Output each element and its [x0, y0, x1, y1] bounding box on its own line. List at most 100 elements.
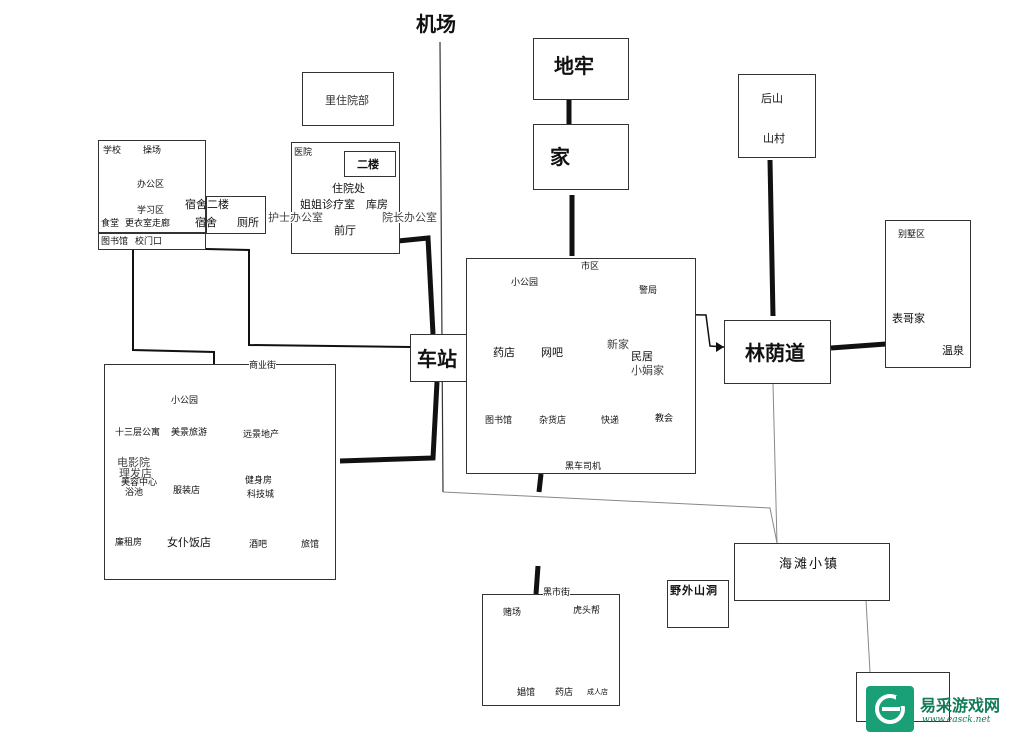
hotel-label: 旅馆 — [301, 540, 320, 550]
second-floor-label: 二楼 — [357, 158, 379, 171]
mountain-road — [767, 159, 776, 317]
study-area-label: 学习区 — [137, 206, 165, 216]
commercial-park-label: 小公园 — [171, 396, 199, 406]
beach-town-box: 海滩小镇 — [734, 543, 890, 601]
apartment-label: 十三层公寓 — [115, 428, 161, 438]
brothel-label: 娼馆 — [517, 688, 536, 698]
avenue-beach-road — [772, 383, 778, 544]
realestate-label: 远景地产 — [243, 430, 280, 440]
home-label: 家 — [550, 145, 570, 169]
beach-south-road — [865, 599, 871, 673]
avenue-box: 林荫道 — [724, 320, 831, 384]
beach-town-label: 海滩小镇 — [779, 557, 840, 572]
inpatient-label: 里住院部 — [325, 94, 369, 107]
nurse-office-label: 护士办公室 — [268, 211, 323, 224]
watermark-logo-icon — [866, 686, 914, 732]
back-mountain-label: 后山 — [761, 92, 783, 105]
station-label: 车站 — [417, 347, 457, 371]
hospital-label: 医院 — [294, 148, 313, 158]
beach-road — [442, 491, 778, 544]
cinema-label: 电影院 — [117, 456, 150, 469]
hospital-box: 医院 二楼 住院处 姐姐诊疗室 库房 前厅 — [291, 142, 400, 254]
black-car-label: 黑车司机 — [565, 462, 602, 472]
storage-label: 库房 — [366, 198, 388, 211]
cheap-room-label: 廉租房 — [115, 538, 143, 548]
back-mountain-box: 后山 山村 — [738, 74, 816, 158]
tiger-gang-label: 虎头帮 — [573, 606, 601, 616]
station-box: 车站 — [410, 334, 468, 382]
arrow-head — [716, 342, 724, 352]
city-library-label: 图书馆 — [485, 416, 513, 426]
cave-label: 野外山洞 — [670, 584, 718, 597]
city-label: 市区 — [581, 262, 600, 272]
commercial-label: 商业街 — [249, 361, 277, 371]
beauty-travel-label: 美景旅游 — [171, 428, 208, 438]
casino-label: 赌场 — [503, 608, 522, 618]
blackmarket-road — [533, 565, 541, 595]
city-box: 市区 小公园 警局 药店 网吧 新家 民居 小娟家 图书馆 杂货店 快递 教会 … — [466, 258, 696, 474]
home-box: 家 — [533, 124, 629, 190]
dorm2-label: 宿舍二楼 — [185, 198, 229, 211]
black-market-box: 黑市街 赌场 虎头帮 娼馆 药店 成人店 — [482, 589, 620, 706]
bar-label: 酒吧 — [249, 540, 268, 550]
dungeon-box: 地牢 — [533, 38, 629, 100]
villa-label: 别墅区 — [898, 230, 926, 240]
cousin-home-label: 表哥家 — [892, 312, 925, 325]
barber-label: 理发店 — [119, 467, 152, 480]
school-library-label: 图书馆 — [101, 237, 129, 247]
hot-spring-label: 温泉 — [942, 344, 964, 357]
village-label: 山村 — [763, 132, 785, 145]
locker-corridor-label: 更衣室走廊 — [125, 219, 171, 229]
black-pharmacy-label: 药店 — [555, 688, 574, 698]
maid-restaurant-label: 女仆饭店 — [167, 536, 211, 549]
dungeon-label: 地牢 — [554, 54, 594, 78]
station-commercial-road — [339, 381, 440, 464]
clothes-shop-label: 服装店 — [173, 486, 201, 496]
black-market-label: 黑市街 — [543, 588, 571, 598]
office-area-label: 办公区 — [137, 180, 165, 190]
dean-office-label: 院长办公室 — [382, 211, 437, 224]
toilet-label: 厕所 — [237, 216, 259, 229]
express-label: 快递 — [601, 416, 620, 426]
internet-cafe-label: 网吧 — [541, 346, 563, 359]
police-label: 警局 — [639, 286, 658, 296]
city-park-label: 小公园 — [511, 278, 539, 288]
watermark-url: www.easck.net — [922, 715, 991, 725]
new-home-label: 新家 — [607, 338, 629, 351]
xiaojuan-home-label: 小娟家 — [631, 364, 664, 377]
watermark-name: 易采游戏网 — [920, 696, 1001, 715]
commercial-box: 商业街 小公园 十三层公寓 美景旅游 远景地产 电影院 理发店 美容中心 浴池 … — [104, 361, 336, 580]
lobby-label: 前厅 — [334, 224, 356, 237]
city-bottom-road — [536, 473, 544, 493]
school-label: 学校 — [103, 146, 122, 156]
city-pharmacy-label: 药店 — [493, 346, 515, 359]
tech-city-label: 科技城 — [247, 490, 275, 500]
ward-label: 住院处 — [332, 182, 365, 195]
avenue-label: 林荫道 — [745, 341, 805, 365]
airport-label: 机场 — [416, 12, 456, 36]
bath-label: 浴池 — [125, 488, 144, 498]
dorm-label: 宿舍 — [195, 216, 217, 229]
adult-shop-label: 成人店 — [587, 688, 608, 696]
hospital-station-road — [397, 235, 436, 335]
school-gate-label: 校门口 — [135, 237, 163, 247]
playground-label: 操场 — [143, 146, 162, 156]
church-label: 教会 — [655, 414, 674, 424]
dorm-box: 宿舍二楼 宿舍 厕所 — [185, 196, 266, 234]
airport-road — [439, 41, 444, 493]
residence-label: 民居 — [631, 350, 653, 363]
villa-road — [830, 341, 887, 351]
cave-box: 野外山洞 — [667, 580, 729, 628]
inpatient-box: 里住院部 — [302, 72, 394, 126]
school-commercial-road — [132, 249, 215, 366]
second-floor-box: 二楼 — [344, 151, 396, 177]
school-gate-box: 图书馆 校门口 — [98, 233, 206, 250]
grocery-label: 杂货店 — [539, 416, 567, 426]
school-box: 学校 操场 办公区 学习区 食堂 更衣室走廊 — [98, 140, 206, 233]
canteen-label: 食堂 — [101, 219, 120, 229]
clinic-label: 姐姐诊疗室 — [300, 198, 355, 211]
school-station-road — [205, 248, 411, 348]
gym-label: 健身房 — [245, 476, 273, 486]
villa-box: 别墅区 表哥家 温泉 — [885, 220, 971, 368]
beauty-center-label: 美容中心 — [121, 478, 158, 488]
